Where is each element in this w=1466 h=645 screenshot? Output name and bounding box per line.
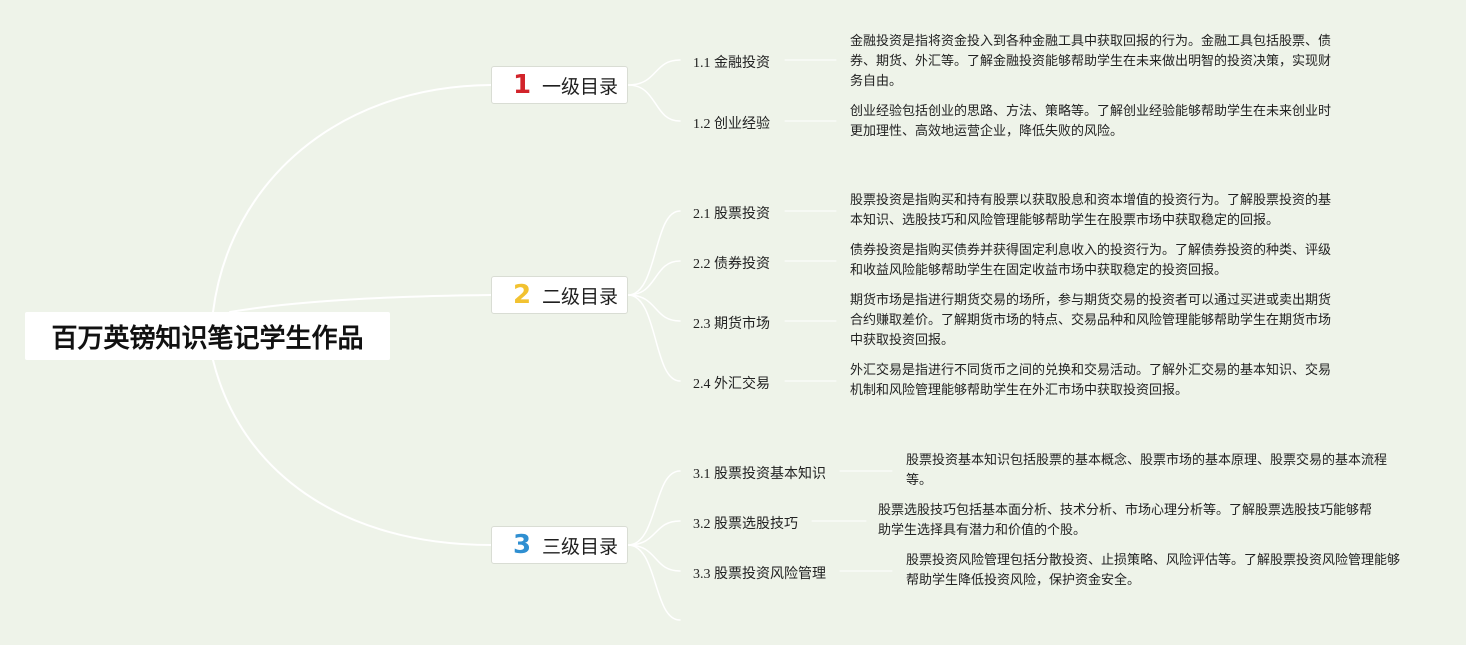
connector-root-branch-3 (212, 359, 492, 546)
connector-root-branch-1 (212, 84, 492, 313)
subtopic-2-1[interactable]: 2.1 股票投资 (693, 207, 770, 222)
branch-3-connector-4 (627, 544, 681, 621)
subtopic-3-1[interactable]: 3.1 股票投资基本知识 (693, 467, 826, 482)
number-two-icon: 2 (512, 280, 532, 310)
note-2-4: 外汇交易是指进行不同货币之间的兑换和交易活动。了解外汇交易的基本知识、交易机制和… (850, 363, 1332, 398)
number-three-icon: 3 (512, 530, 532, 560)
branch-label: 一级目录 (542, 75, 619, 98)
subtopic-2-3[interactable]: 2.3 期货市场 (693, 317, 770, 332)
note-3-1: 股票投资基本知识包括股票的基本概念、股票市场的基本原理、股票交易的基本流程等。 (906, 453, 1388, 488)
subtopic-1-1[interactable]: 1.1 金融投资 (693, 56, 770, 71)
note-3-2: 股票选股技巧包括基本面分析、技术分析、市场心理分析等。了解股票选股技巧能够帮助学… (878, 503, 1373, 538)
branch-1-connector-2 (627, 84, 681, 122)
branch-1-connector-1 (627, 59, 681, 86)
subtopic-1-2[interactable]: 1.2 创业经验 (693, 117, 770, 132)
root-title: 百万英镑知识笔记学生作品 (51, 323, 364, 354)
branch-2-connector-1 (627, 210, 681, 296)
branch-3-connector-2 (627, 520, 681, 546)
branch-level-2[interactable]: 2 二级目录 (491, 276, 628, 314)
root-topic[interactable]: 百万英镑知识笔记学生作品 (25, 312, 390, 360)
note-2-3: 期货市场是指进行期货交易的场所，参与期货交易的投资者可以通过买进或卖出期货合约赚… (850, 293, 1332, 348)
branch-3-connector-3 (627, 544, 681, 572)
note-1-1: 金融投资是指将资金投入到各种金融工具中获取回报的行为。金融工具包括股票、债券、期… (850, 34, 1332, 89)
branch-2-connector-3 (627, 294, 681, 322)
subtopic-3-3[interactable]: 3.3 股票投资风险管理 (693, 567, 826, 582)
note-1-2: 创业经验包括创业的思路、方法、策略等。了解创业经验能够帮助学生在未来创业时更加理… (850, 104, 1332, 139)
note-2-2: 债券投资是指购买债券并获得固定利息收入的投资行为。了解债券投资的种类、评级和收益… (850, 243, 1332, 278)
branch-2-connector-4 (627, 294, 681, 382)
branch-level-1[interactable]: 1 一级目录 (491, 66, 628, 104)
note-2-1: 股票投资是指购买和持有股票以获取股息和资本增值的投资行为。了解股票投资的基本知识… (850, 193, 1332, 228)
branch-2-connector-2 (627, 260, 681, 296)
branch-3-connector-1 (627, 470, 681, 546)
number-one-icon: 1 (512, 70, 532, 100)
branch-label: 二级目录 (542, 285, 619, 308)
branch-level-3[interactable]: 3 三级目录 (491, 526, 628, 564)
subtopic-2-4[interactable]: 2.4 外汇交易 (693, 377, 770, 392)
note-3-3: 股票投资风险管理包括分散投资、止损策略、风险评估等。了解股票投资风险管理能够帮助… (906, 553, 1401, 588)
branch-label: 三级目录 (542, 535, 619, 558)
subtopic-3-2[interactable]: 3.2 股票选股技巧 (693, 517, 798, 532)
subtopic-2-2[interactable]: 2.2 债券投资 (693, 257, 770, 272)
connector-root-branch-2 (229, 294, 492, 313)
